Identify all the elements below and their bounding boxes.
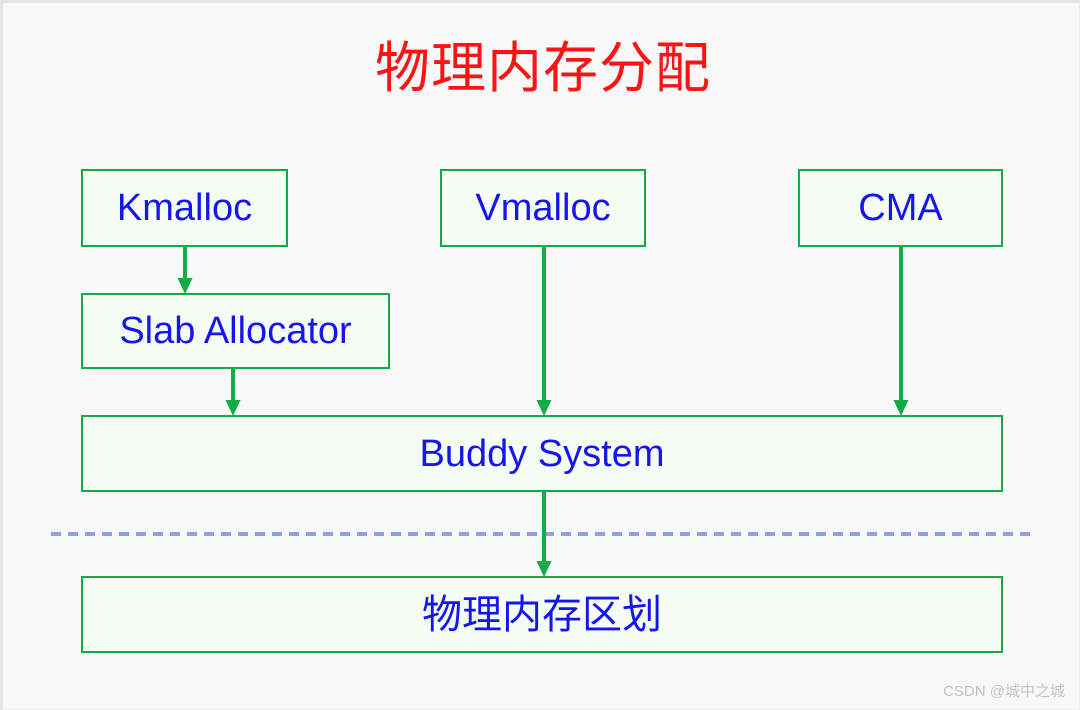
node-slab-allocator-label: Slab Allocator	[119, 310, 352, 352]
node-kmalloc-label: Kmalloc	[116, 187, 253, 229]
arrow-slab-to-buddy	[223, 368, 243, 417]
node-buddy-system-label: Buddy System	[419, 432, 665, 475]
node-slab-allocator[interactable]: Slab Allocator	[81, 293, 390, 369]
node-physical-memory-zone[interactable]: 物理内存区划	[81, 576, 1003, 653]
node-cma-label: CMA	[858, 187, 943, 229]
arrow-buddy-to-zone	[534, 491, 554, 578]
arrow-kmalloc-to-slab	[175, 246, 195, 295]
arrow-cma-to-buddy	[891, 246, 911, 417]
node-kmalloc[interactable]: Kmalloc	[81, 169, 288, 247]
node-vmalloc[interactable]: Vmalloc	[440, 169, 646, 247]
csdn-watermark: CSDN @城中之城	[943, 683, 1065, 700]
node-buddy-system[interactable]: Buddy System	[81, 415, 1003, 492]
page-title: 物理内存分配	[374, 37, 711, 99]
node-cma[interactable]: CMA	[798, 169, 1003, 247]
node-physical-memory-zone-label: 物理内存区划	[422, 592, 662, 637]
node-vmalloc-label: Vmalloc	[475, 187, 611, 229]
arrow-vmalloc-to-buddy	[534, 246, 554, 417]
